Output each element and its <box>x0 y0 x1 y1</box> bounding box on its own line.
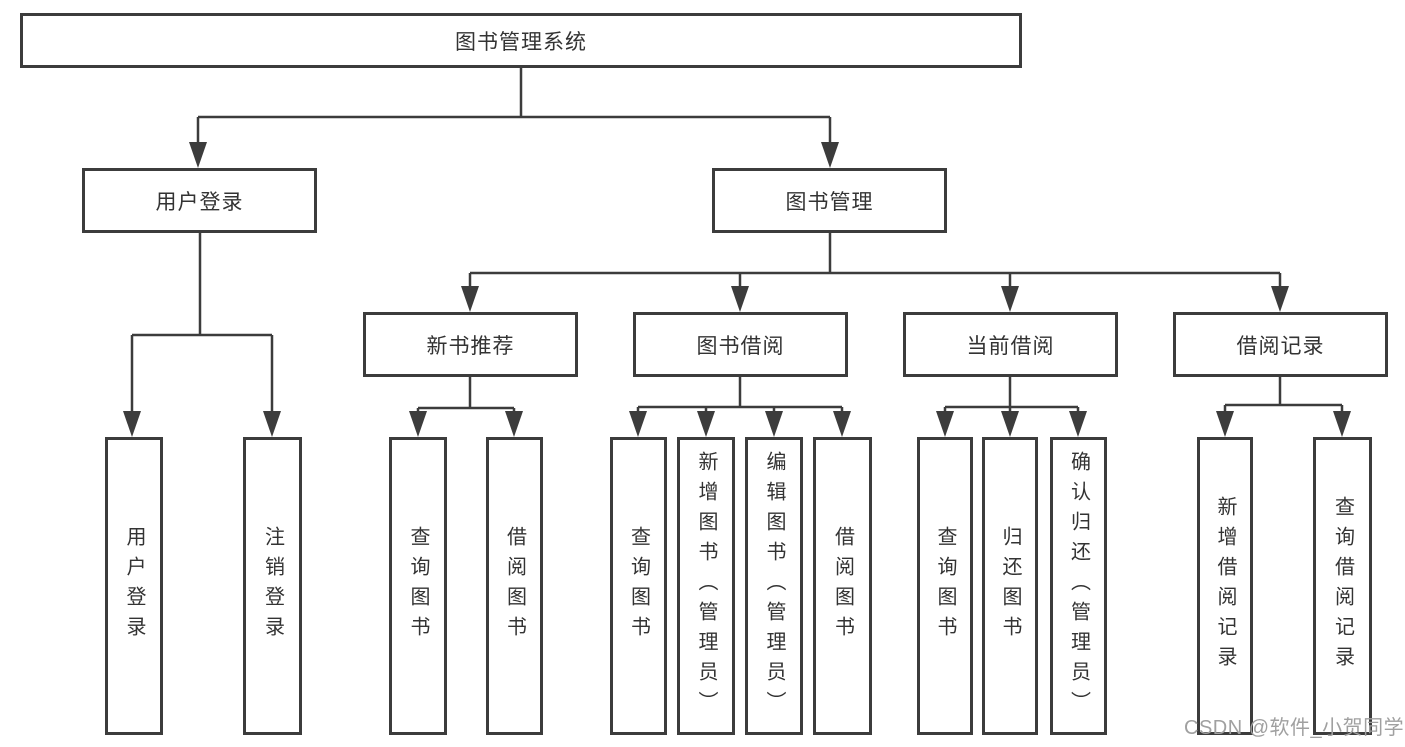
node-leaf-bb-borrow: 借阅图书 <box>813 437 872 735</box>
node-leaf-nb-query: 查询图书 <box>389 437 447 735</box>
node-label: 查询图书 <box>407 526 429 646</box>
node-label: 新书推荐 <box>426 334 515 358</box>
node-book-borrow: 图书借阅 <box>633 312 848 377</box>
node-label: 借阅图书 <box>503 526 526 646</box>
connector-arrowhead <box>629 411 647 437</box>
node-label: 图书借阅 <box>696 334 785 358</box>
node-leaf-cb-confirm: 确认归还（管理员） <box>1050 437 1107 735</box>
node-label: 编辑图书（管理员） <box>763 451 785 721</box>
node-new-books: 新书推荐 <box>363 312 578 377</box>
connector-arrowhead <box>821 142 839 168</box>
node-label: 新增图书（管理员） <box>695 451 717 721</box>
node-label: 当前借阅 <box>966 334 1055 358</box>
connector-arrowhead <box>1271 286 1289 312</box>
node-leaf-user-login: 用户登录 <box>105 437 163 735</box>
connector-arrowhead <box>1069 411 1087 437</box>
node-label: 查询图书 <box>627 526 650 646</box>
node-leaf-bb-add: 新增图书（管理员） <box>677 437 735 735</box>
connector-arrowhead <box>1001 286 1019 312</box>
connector-arrowhead <box>1001 411 1019 437</box>
node-label: 用户登录 <box>155 190 244 214</box>
connector-arrowhead <box>833 411 851 437</box>
node-label: 归还图书 <box>999 526 1021 646</box>
node-label: 借阅记录 <box>1236 334 1325 358</box>
connector-arrowhead <box>765 411 783 437</box>
connector-arrowhead <box>505 411 523 437</box>
node-leaf-bb-edit: 编辑图书（管理员） <box>745 437 803 735</box>
node-user-login: 用户登录 <box>82 168 317 233</box>
connector-arrowhead <box>409 411 427 437</box>
node-leaf-nb-borrow: 借阅图书 <box>486 437 543 735</box>
connector-arrowhead <box>697 411 715 437</box>
node-borrow-records: 借阅记录 <box>1173 312 1388 377</box>
connector-arrowhead <box>461 286 479 312</box>
node-leaf-br-query: 查询借阅记录 <box>1313 437 1372 735</box>
node-leaf-logout: 注销登录 <box>243 437 302 735</box>
node-label: 查询图书 <box>934 526 956 646</box>
node-book-mgmt: 图书管理 <box>712 168 947 233</box>
node-label: 查询借阅记录 <box>1331 496 1354 676</box>
node-label: 确认归还（管理员） <box>1067 451 1090 721</box>
node-label: 图书管理 <box>785 190 874 214</box>
node-current-borrow: 当前借阅 <box>903 312 1118 377</box>
node-label: 用户登录 <box>123 526 145 646</box>
node-label: 注销登录 <box>261 526 284 646</box>
node-label: 借阅图书 <box>831 526 854 646</box>
node-leaf-cb-query: 查询图书 <box>917 437 973 735</box>
connector-arrowhead <box>263 411 281 437</box>
node-label: 图书管理系统 <box>455 30 587 54</box>
connector-arrowhead <box>189 142 207 168</box>
connector-arrowhead <box>1216 411 1234 437</box>
node-leaf-bb-query: 查询图书 <box>610 437 667 735</box>
watermark: CSDN @软件_小贺同学 <box>1184 717 1405 739</box>
connector-arrowhead <box>1333 411 1351 437</box>
node-leaf-cb-return: 归还图书 <box>982 437 1038 735</box>
node-label: 新增借阅记录 <box>1214 496 1236 676</box>
node-leaf-br-add: 新增借阅记录 <box>1197 437 1253 735</box>
connector-arrowhead <box>123 411 141 437</box>
connector-arrowhead <box>936 411 954 437</box>
node-root: 图书管理系统 <box>20 13 1022 68</box>
connector-arrowhead <box>731 286 749 312</box>
